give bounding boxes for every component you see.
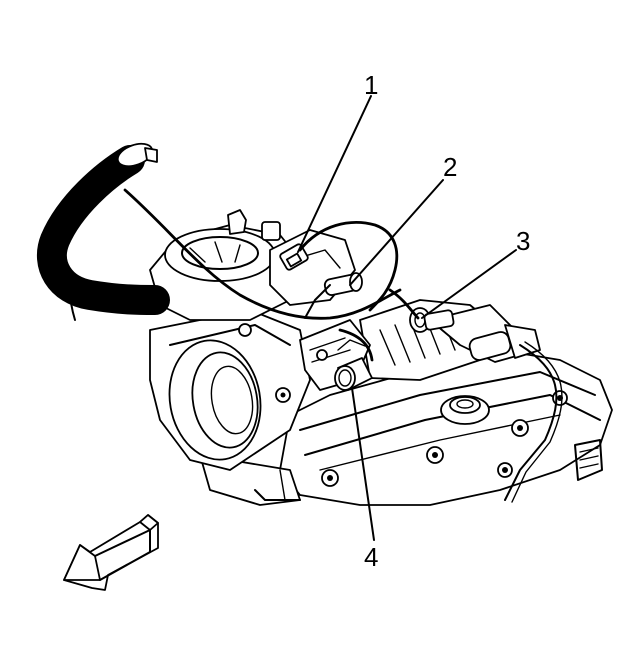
leader-line-2 bbox=[349, 179, 444, 286]
sensor-4 bbox=[334, 339, 373, 391]
callout-label-3: 3 bbox=[516, 226, 530, 256]
intake-plenum bbox=[149, 209, 356, 321]
callout-label-1: 1 bbox=[364, 70, 378, 100]
front-direction-arrow-icon bbox=[63, 514, 159, 591]
sensor-2 bbox=[304, 272, 363, 319]
callout-label-2: 2 bbox=[443, 152, 457, 182]
cover-bolts bbox=[321, 390, 568, 487]
wiring-harness bbox=[36, 142, 420, 362]
callout-label-4: 4 bbox=[364, 542, 378, 572]
callout-leaders bbox=[297, 95, 517, 541]
leader-line-4 bbox=[351, 387, 375, 541]
leader-line-1 bbox=[297, 95, 372, 253]
throttle-body bbox=[149, 309, 311, 471]
leader-line-3 bbox=[421, 249, 517, 319]
